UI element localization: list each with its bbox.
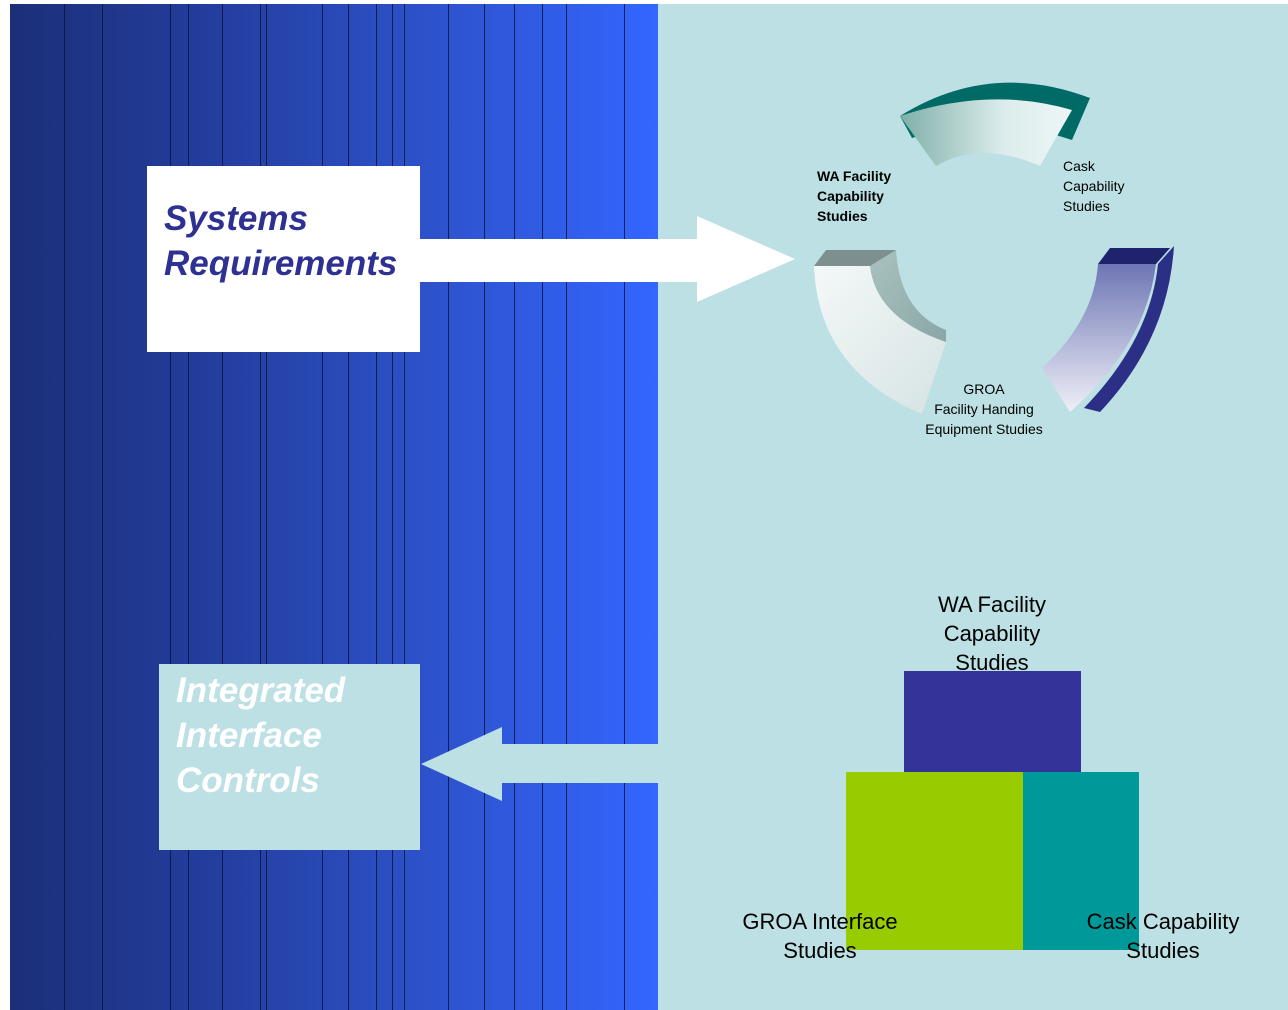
integrated-interface-controls-label: Integrated Interface Controls: [176, 671, 346, 800]
cycle-label-cask: Cask Capability Studies: [1063, 158, 1125, 214]
right-arrow: [420, 216, 795, 302]
stack-block-cask: [1023, 772, 1139, 950]
stack-block-groa: [846, 772, 1023, 950]
cycle-segment-right: [1042, 246, 1174, 412]
integrated-interface-controls-box: [159, 664, 420, 850]
cycle-segment-top: [900, 82, 1090, 166]
cycle-label-groa: GROA Facility Handing Equipment Studies: [925, 381, 1043, 437]
stack-label-wa-facility: WA Facility Capability Studies: [938, 592, 1046, 675]
stack-block-wa-facility: [904, 671, 1081, 772]
cycle-segment-left: [814, 250, 946, 414]
left-arrow: [421, 727, 658, 801]
stack-label-groa: GROA Interface Studies: [742, 909, 898, 963]
systems-requirements-box: [147, 166, 420, 352]
systems-requirements-label: Systems Requirements: [164, 199, 398, 283]
cycle-label-wa-facility: WA Facility Capability Studies: [817, 168, 892, 224]
stack-label-cask: Cask Capability Studies: [1086, 909, 1240, 963]
